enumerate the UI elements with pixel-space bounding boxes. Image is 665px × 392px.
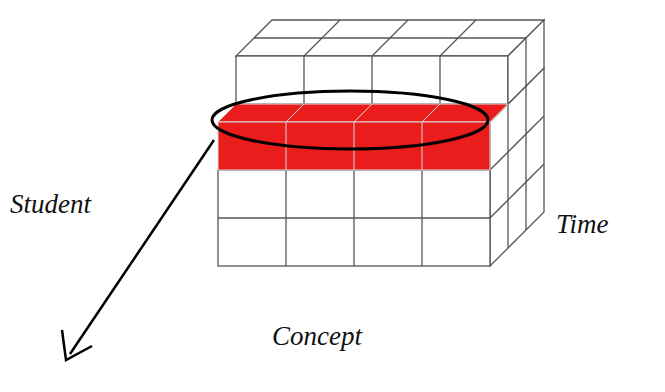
axis-label: Time [556,210,609,240]
axis-label: Student [10,190,91,220]
axis-label: Concept [272,322,362,352]
